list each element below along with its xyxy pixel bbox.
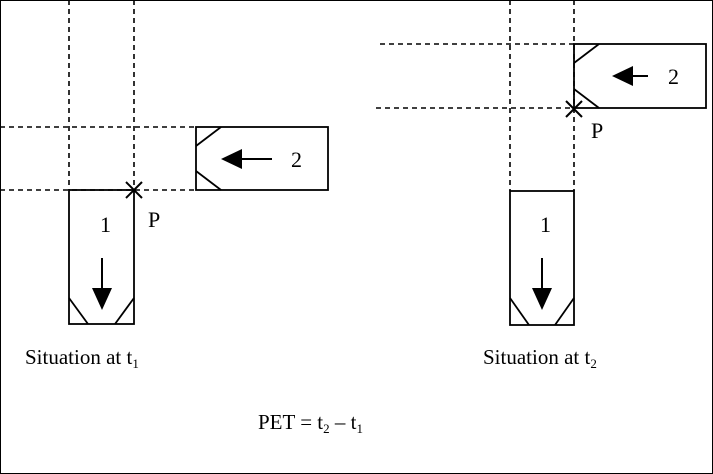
left-vehicle-2: 2 bbox=[195, 126, 329, 191]
right-conflict-point-cross-icon bbox=[565, 100, 583, 118]
pet-formula-sub-a: 2 bbox=[323, 421, 330, 436]
right-caption: Situation at t2 bbox=[483, 345, 597, 372]
right-conflict-point-label: P bbox=[591, 118, 603, 143]
right-vehicle-2-front-bottom bbox=[573, 88, 600, 109]
left-conflict-point-cross-icon bbox=[125, 181, 143, 199]
left-vehicle-2-arrow-icon bbox=[221, 149, 272, 169]
pet-formula-lhs: PET = t bbox=[258, 410, 324, 434]
right-vehicle-2-body bbox=[573, 43, 707, 109]
pet-formula-sub-b: 1 bbox=[356, 421, 363, 436]
pet-formula: PET = t2 – t1 bbox=[258, 410, 363, 437]
right-vehicle-1-front-left bbox=[509, 297, 530, 326]
right-vehicle-1-body bbox=[509, 190, 575, 326]
left-scene: 1 2 P bbox=[0, 0, 329, 325]
left-vehicle-1-label: 1 bbox=[100, 212, 111, 237]
pet-formula-minus: – t bbox=[329, 410, 357, 434]
left-vehicle-1-arrow-icon bbox=[92, 258, 112, 310]
right-caption-subscript: 2 bbox=[590, 356, 597, 371]
left-vehicle-2-front-top bbox=[195, 126, 222, 147]
left-vehicle-1-body bbox=[68, 189, 135, 325]
right-vehicle-2-front-top bbox=[573, 43, 600, 64]
left-caption-subscript: 1 bbox=[132, 356, 139, 371]
left-vehicle-1-front-left bbox=[68, 297, 89, 325]
left-vehicle-2-body bbox=[195, 126, 329, 191]
right-vehicle-1-label: 1 bbox=[540, 212, 551, 237]
left-conflict-point-label: P bbox=[148, 207, 160, 232]
right-caption-text: Situation at t bbox=[483, 345, 591, 369]
right-vehicle-1-front-right bbox=[554, 297, 575, 326]
left-path-lines bbox=[0, 0, 196, 191]
left-vehicle-2-front-bottom bbox=[195, 170, 222, 191]
left-vehicle-1: 1 bbox=[68, 189, 135, 325]
right-scene: 1 2 P bbox=[376, 0, 707, 326]
left-vehicle-1-front-right bbox=[114, 297, 135, 325]
right-vehicle-1: 1 bbox=[509, 190, 575, 326]
right-vehicle-2: 2 bbox=[573, 43, 707, 109]
right-path-lines bbox=[376, 0, 575, 191]
left-caption: Situation at t1 bbox=[25, 345, 139, 372]
right-vehicle-2-label: 2 bbox=[668, 64, 679, 89]
left-vehicle-2-label: 2 bbox=[291, 147, 302, 172]
right-vehicle-2-arrow-icon bbox=[612, 66, 648, 86]
left-caption-text: Situation at t bbox=[25, 345, 133, 369]
right-vehicle-1-arrow-icon bbox=[532, 258, 552, 310]
